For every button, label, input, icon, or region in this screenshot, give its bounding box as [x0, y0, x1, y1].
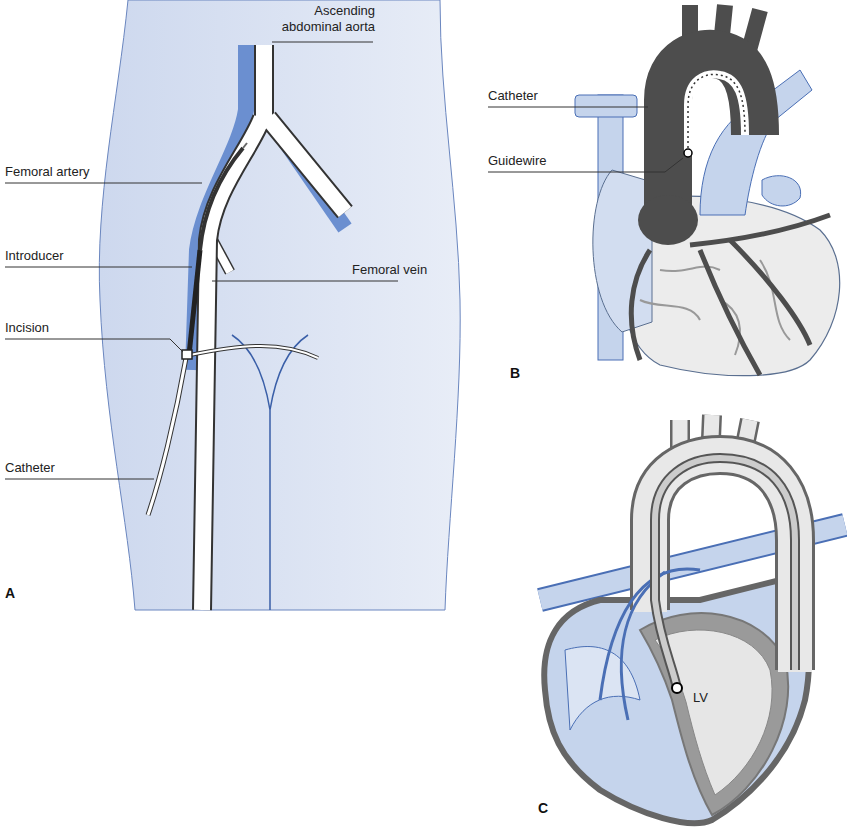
- catheter-tip: [684, 149, 692, 157]
- part-label: Catheter: [488, 88, 538, 104]
- coronary-arteries: [631, 215, 830, 375]
- catheter-tip: [672, 683, 682, 693]
- artery: [202, 45, 345, 610]
- part-label: Incision: [5, 320, 49, 336]
- coronary-branches: [640, 260, 790, 355]
- right-atrium: [593, 170, 652, 332]
- pulmonary-vein: [575, 95, 637, 117]
- groin-panel: [99, 0, 460, 610]
- catheter-tip: [243, 143, 247, 148]
- catheter-tube: [688, 74, 745, 153]
- heart-section: [540, 415, 845, 823]
- side-port: [190, 346, 318, 358]
- part-label: Femoral artery: [5, 164, 90, 180]
- part-label: Introducer: [5, 248, 64, 264]
- leader-lines: [5, 42, 683, 479]
- part-label: Femoral vein: [352, 262, 427, 278]
- catheter-tube: [655, 458, 795, 688]
- groin-contour: [232, 335, 308, 610]
- part-label: LV: [693, 690, 708, 706]
- heart-outline: [544, 580, 809, 823]
- introducer-sheath: [189, 250, 200, 355]
- side-port: [190, 346, 318, 358]
- catheter-tube: [200, 148, 243, 250]
- aortic-arch: [650, 455, 795, 672]
- aortic-root: [638, 195, 698, 245]
- panel-letter: B: [510, 365, 520, 381]
- panel-letter: C: [538, 800, 548, 816]
- panel-letter: A: [5, 585, 15, 601]
- guidewire: [688, 74, 745, 153]
- catheter-tube: [655, 458, 795, 688]
- heart-exterior: [575, 5, 840, 376]
- body-outline: [99, 0, 460, 610]
- part-label: Ascending abdominal aorta: [255, 3, 375, 35]
- part-label: Catheter: [5, 460, 55, 476]
- catheter-tube: [148, 358, 186, 515]
- introducer-hub: [182, 350, 192, 359]
- left-auricle: [762, 176, 801, 206]
- part-label: Guidewire: [488, 153, 547, 169]
- catheter-tube: [148, 358, 186, 515]
